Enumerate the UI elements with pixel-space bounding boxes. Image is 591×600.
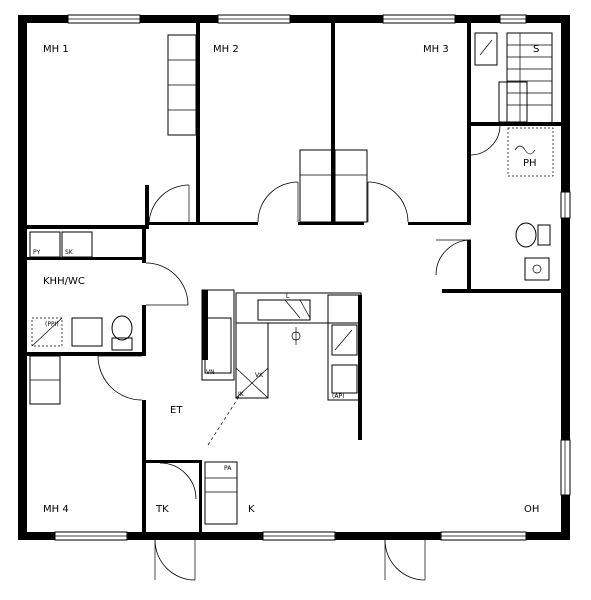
room-label-oh: OH xyxy=(524,504,539,515)
fixture-label-vk: VK xyxy=(255,372,264,379)
fixture-label-sk: SK xyxy=(65,249,74,256)
fixture-label-vn: VN xyxy=(206,369,215,376)
fixture-label-ap: (AP) xyxy=(332,393,344,400)
room-label-s: S xyxy=(533,44,539,55)
room-label-k: K xyxy=(248,504,255,515)
room-label-ph: PH xyxy=(523,158,537,169)
fixture-labels: PY SK (PPI) L VK JK (AP) VN PA xyxy=(33,249,344,472)
room-label-mh1: MH 1 xyxy=(43,44,69,55)
windows xyxy=(54,14,571,541)
fixture-label-py: PY xyxy=(33,249,40,256)
fixture-label-l: L xyxy=(286,293,290,300)
room-label-khh-wc: KHH/WC xyxy=(43,276,85,287)
bathroom-fixtures xyxy=(507,127,554,281)
room-label-mh4: MH 4 xyxy=(43,504,69,515)
fixture-label-pa: PA xyxy=(224,465,232,472)
room-label-mh3: MH 3 xyxy=(423,44,449,55)
wardrobe-mh4 xyxy=(29,355,61,405)
fixture-label-ppi: (PPI) xyxy=(45,321,59,328)
khh-fixtures xyxy=(29,231,133,351)
wardrobe-mh2-mh3 xyxy=(299,149,368,223)
wardrobe-mh1 xyxy=(167,34,197,136)
kitchen-counters xyxy=(201,289,362,525)
sauna-benches xyxy=(474,32,553,124)
interior-walls xyxy=(27,23,561,532)
doors xyxy=(97,125,501,581)
fixture-label-jk: JK xyxy=(237,391,245,398)
room-labels: MH 1 MH 2 MH 3 S PH KHH/WC ET MH 4 TK K … xyxy=(43,44,539,515)
room-label-tk: TK xyxy=(155,504,169,515)
exterior-walls xyxy=(18,15,570,540)
room-label-et: ET xyxy=(170,405,183,416)
room-label-mh2: MH 2 xyxy=(213,44,239,55)
